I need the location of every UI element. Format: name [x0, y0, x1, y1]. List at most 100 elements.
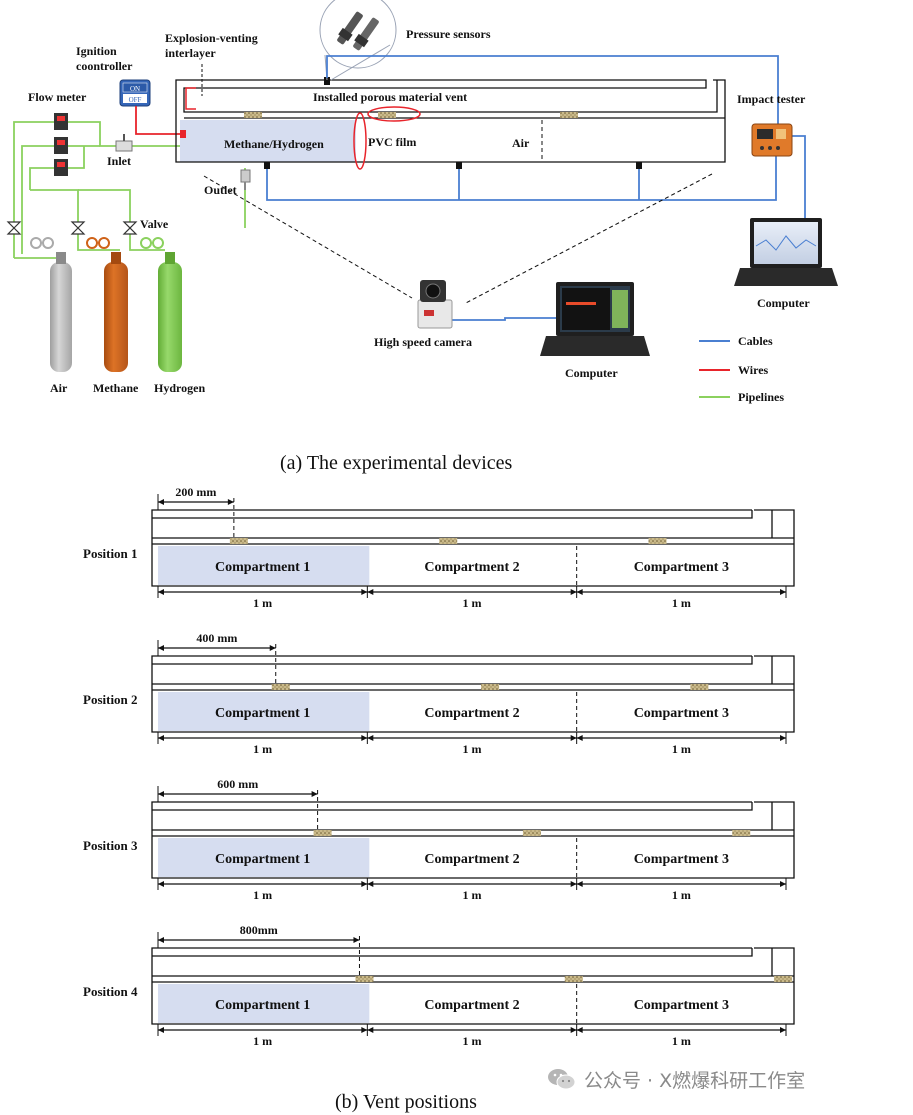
- explosion-duct: [175, 77, 726, 169]
- impact-tester-label: Impact tester: [737, 92, 806, 106]
- compartment-label: Compartment 1: [215, 706, 310, 721]
- compartment-label: Compartment 1: [215, 560, 310, 575]
- porous-vent: [481, 684, 500, 690]
- legend-wires-label: Wires: [738, 363, 769, 377]
- length-label: 1 m: [253, 596, 272, 610]
- offset-label: 800mm: [240, 923, 278, 937]
- caption-b: (b) Vent positions: [335, 1091, 477, 1113]
- porous-vent: [774, 976, 793, 982]
- gas-region: [158, 546, 370, 585]
- legend-pipelines-label: Pipelines: [738, 390, 784, 404]
- offset-label: 400 mm: [196, 631, 237, 645]
- methane-hydrogen-label: Methane/Hydrogen: [224, 137, 324, 151]
- length-label: 1 m: [253, 888, 272, 902]
- compartment-label: Compartment 2: [424, 706, 519, 721]
- high-speed-camera-label: High speed camera: [374, 335, 472, 349]
- legend-cables-label: Cables: [738, 334, 773, 348]
- porous-vent: [439, 538, 458, 544]
- length-label: 1 m: [253, 1034, 272, 1048]
- compartment-label: Compartment 3: [634, 560, 729, 575]
- watermark: 公众号 · X燃爆科研工作室: [546, 1066, 891, 1092]
- wechat-icon: [548, 1069, 576, 1090]
- vent-positions: 200 mm Position 1 Compartment 1 Compartment…: [83, 485, 795, 1048]
- length-label: 1 m: [463, 888, 482, 902]
- pressure-sensors: [319, 0, 397, 81]
- length-label: 1 m: [672, 1034, 691, 1048]
- compartment-label: Compartment 2: [424, 560, 519, 575]
- compartment-label: Compartment 2: [424, 998, 519, 1013]
- length-label: 1 m: [463, 596, 482, 610]
- porous-vent: [690, 684, 709, 690]
- compartment-label: Compartment 1: [215, 998, 310, 1013]
- venting-interlayer-bracket: [185, 87, 196, 110]
- length-label: 1 m: [463, 742, 482, 756]
- position-label: Position 1: [83, 546, 138, 561]
- pvc-film-marker: [353, 112, 367, 170]
- length-label: 1 m: [672, 888, 691, 902]
- explosion-venting-label: Explosion-venting interlayer: [165, 31, 261, 60]
- off-label: OFF: [129, 96, 142, 104]
- ignition-controller-label: Ignition coontroller: [76, 44, 133, 73]
- porous-vent: [271, 684, 290, 690]
- position-label: Position 3: [83, 838, 138, 853]
- porous-vent: [522, 830, 541, 836]
- compartment-label: Compartment 3: [634, 852, 729, 867]
- porous-vent: [313, 830, 332, 836]
- air-region-label: Air: [512, 136, 530, 150]
- flow-meter-label: Flow meter: [28, 90, 87, 104]
- caption-a: (a) The experimental devices: [280, 452, 513, 474]
- porous-vent: [648, 538, 667, 544]
- computer-center-label: Computer: [565, 366, 618, 380]
- cables: [266, 55, 806, 321]
- computer-center: [540, 282, 650, 356]
- length-label: 1 m: [463, 1034, 482, 1048]
- porous-vent: [564, 976, 583, 982]
- compartment-label: Compartment 1: [215, 852, 310, 867]
- compartment-label: Compartment 3: [634, 998, 729, 1013]
- gas-region: [158, 692, 370, 731]
- porous-vent: [732, 830, 751, 836]
- pressure-sensors-label: Pressure sensors: [406, 27, 491, 41]
- length-label: 1 m: [672, 742, 691, 756]
- installed-vent-label: Installed porous material vent: [313, 90, 467, 104]
- flow-meters: [54, 113, 68, 176]
- valve-label: Valve: [140, 217, 169, 231]
- offset-label: 200 mm: [175, 485, 216, 499]
- gas-cylinders: [30, 237, 182, 372]
- porous-vent: [355, 976, 374, 982]
- impact-tester: [751, 123, 793, 157]
- cylinder-air-label: Air: [50, 381, 68, 395]
- cylinder-methane-label: Methane: [93, 381, 139, 395]
- inlet-label: Inlet: [107, 154, 131, 168]
- computer-right-label: Computer: [757, 296, 810, 310]
- watermark-text: 公众号 · X燃爆科研工作室: [584, 1069, 806, 1092]
- porous-vent: [229, 538, 248, 544]
- vent-panel-1: 200 mm Position 1 Compartment 1 Compartment…: [83, 485, 795, 610]
- valves: [6, 221, 138, 235]
- pvc-film-label: PVC film: [368, 135, 416, 149]
- inlet-valve: [115, 134, 133, 152]
- length-label: 1 m: [672, 596, 691, 610]
- ignition-wire: [135, 106, 186, 135]
- installed-vent-marker: [367, 106, 421, 122]
- cylinder-hydrogen-label: Hydrogen: [154, 381, 205, 395]
- position-label: Position 2: [83, 692, 138, 707]
- camera-view-lines: [203, 173, 713, 305]
- line-legend: Cables Wires Pipelines: [699, 334, 784, 404]
- high-speed-camera: [417, 280, 453, 329]
- length-label: 1 m: [253, 742, 272, 756]
- outlet-label: Outlet: [204, 183, 237, 197]
- offset-label: 600 mm: [217, 777, 258, 791]
- on-label: ON: [130, 85, 140, 93]
- position-label: Position 4: [83, 984, 138, 999]
- vent-panel-3: 600 mm Position 3 Compartment 1 Compartment…: [83, 777, 795, 902]
- gas-region: [158, 984, 370, 1023]
- experimental-devices: Air Methane Hydrogen ON OFF Ignition coo…: [6, 0, 838, 474]
- gas-region: [158, 838, 370, 877]
- compartment-label: Compartment 2: [424, 852, 519, 867]
- outlet-valve: [240, 169, 251, 190]
- compartment-label: Compartment 3: [634, 706, 729, 721]
- ignition-controller: ON OFF: [119, 79, 151, 107]
